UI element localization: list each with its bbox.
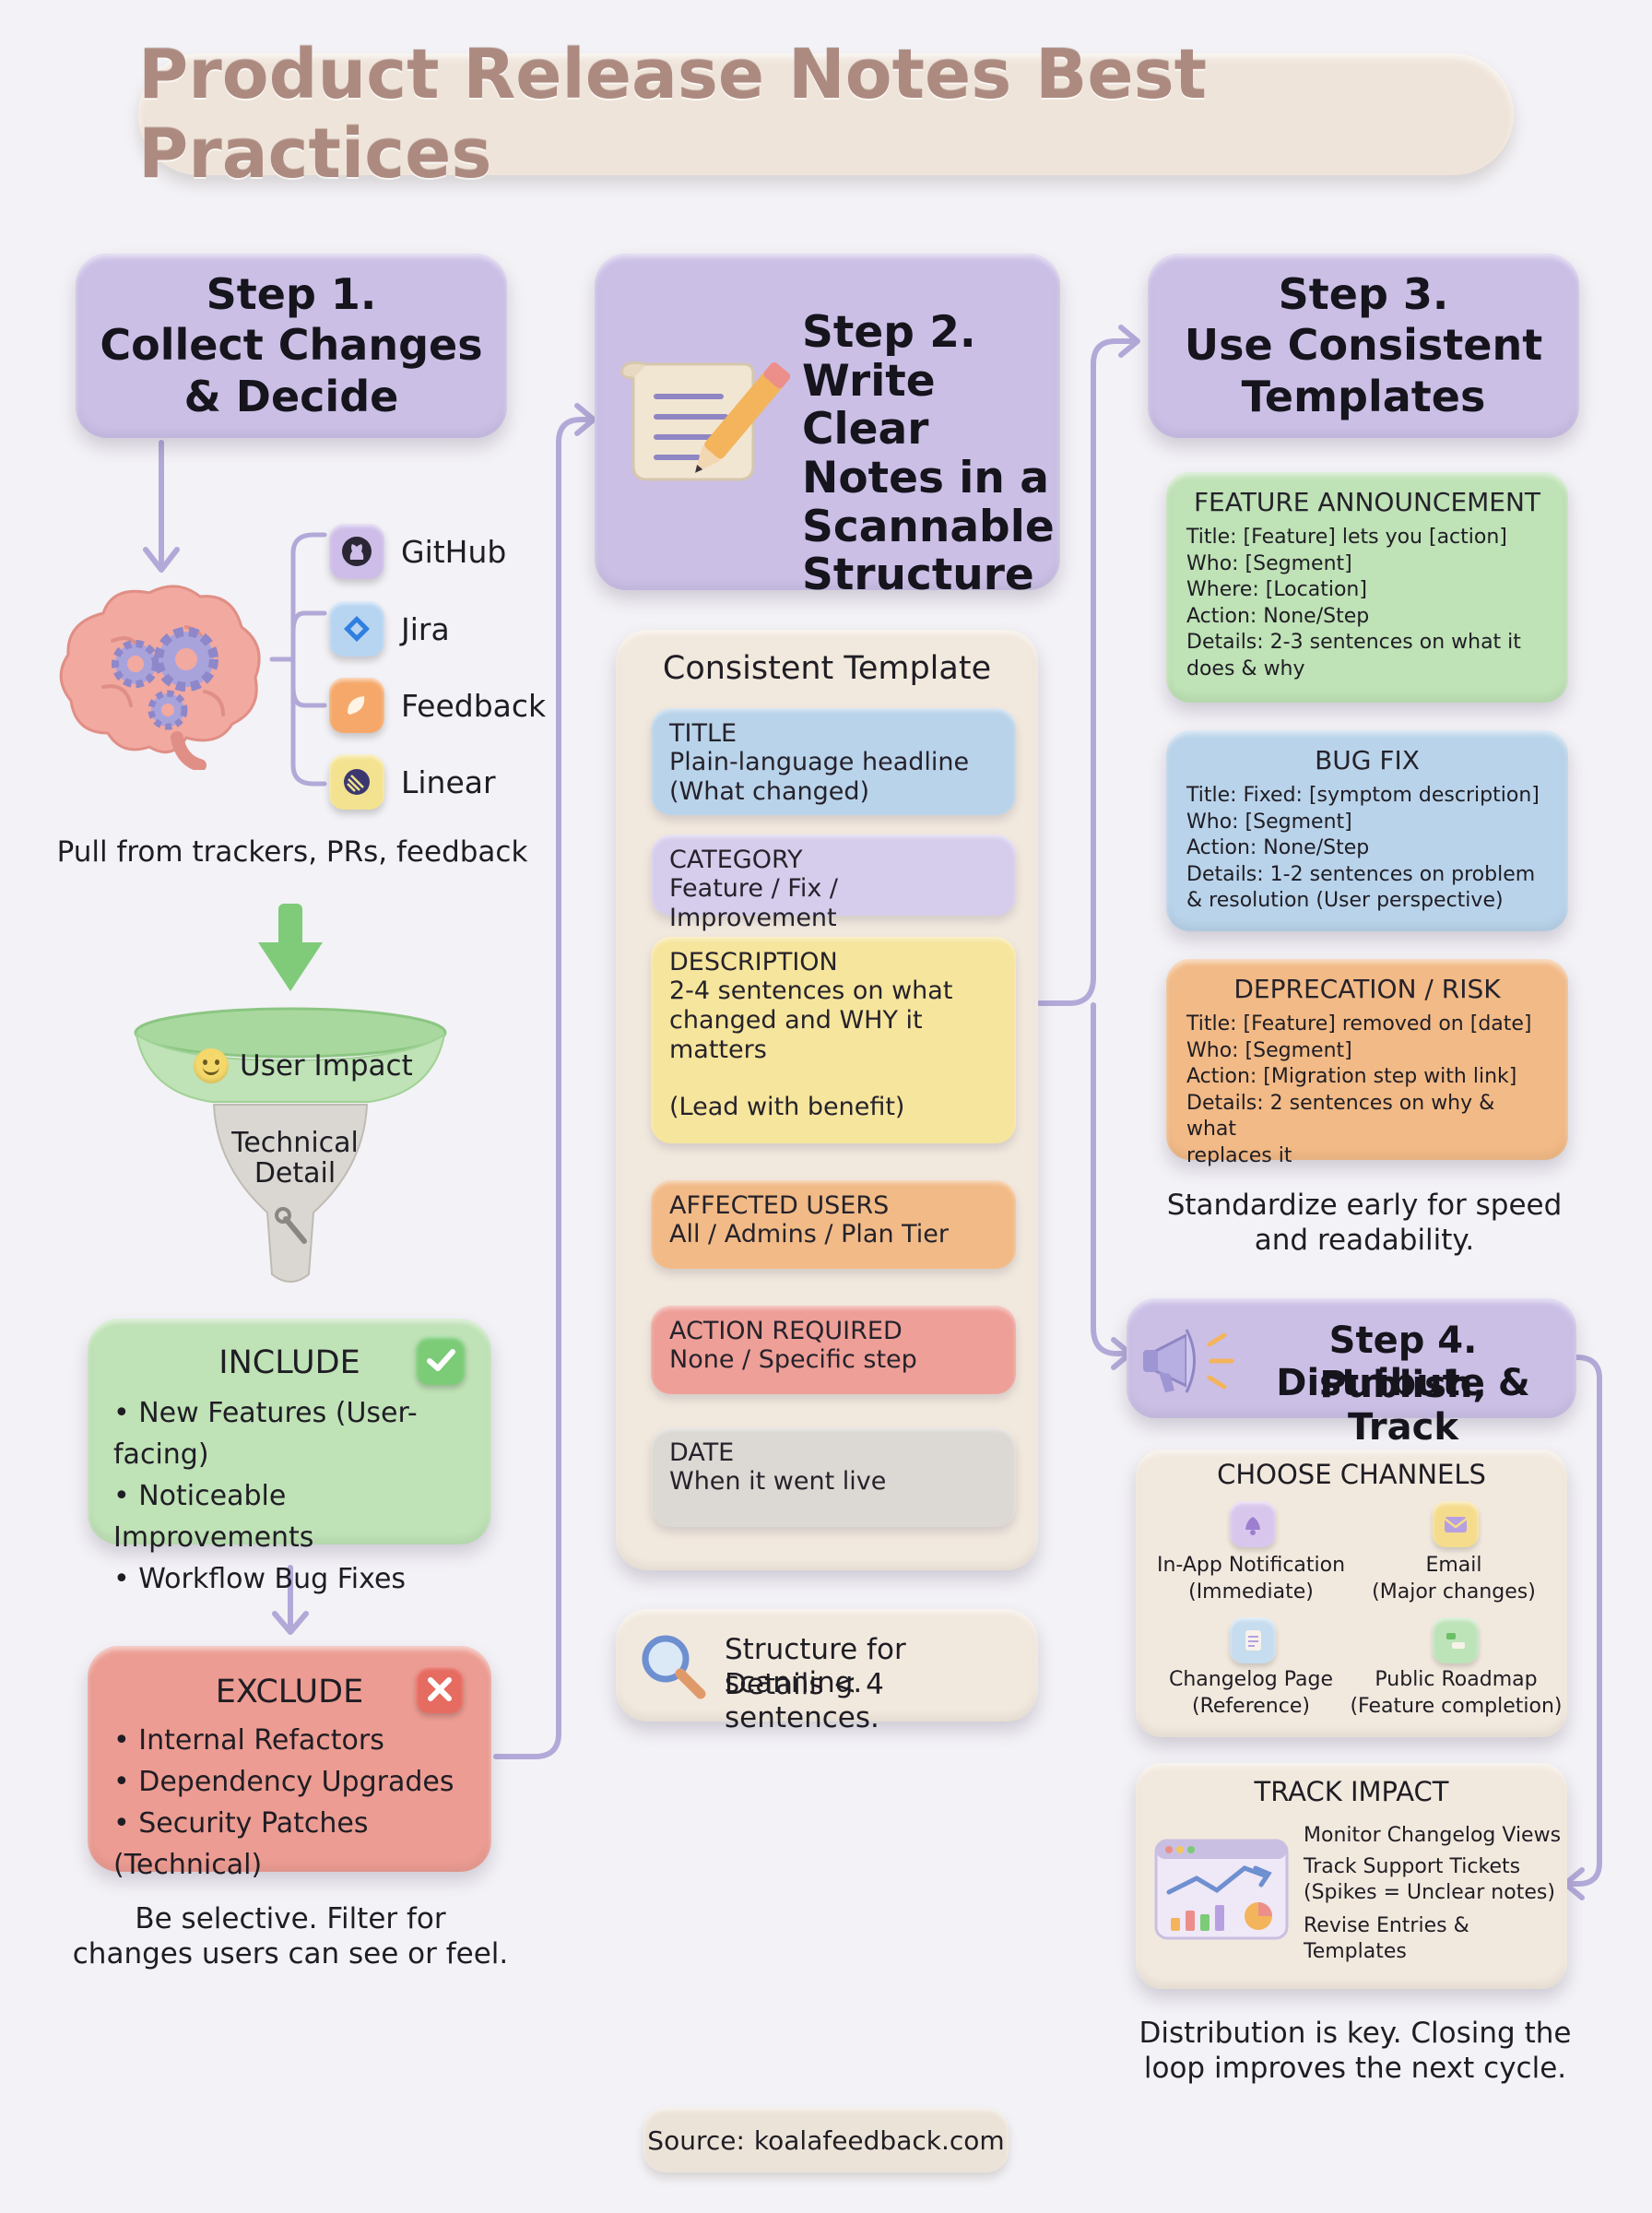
checkmark-icon <box>416 1335 466 1385</box>
step4-title-line1: Step 4. Publish, <box>1319 1320 1487 1406</box>
source-jira: Jira <box>329 601 450 657</box>
step2-title-line1: Step 2. <box>802 307 976 358</box>
page-title: Product Release Notes Best Practices <box>138 35 1208 194</box>
source-link[interactable]: koalafeedback.com <box>753 2124 1005 2156</box>
step2-title-line3: Notes in a <box>802 452 1049 503</box>
step2-tip-box: Structure for scanning. Details < 4 sent… <box>616 1609 1038 1734</box>
linear-icon <box>329 754 384 810</box>
source-label-linear: Linear <box>401 763 496 800</box>
step3-title-line3: Templates <box>1241 371 1486 421</box>
scroll-pencil-icon <box>620 361 790 481</box>
channel-in-app: In-App Notification (Immediate) <box>1156 1554 1346 1604</box>
template-block-action-required: ACTION REQUIRED None / Specific step <box>651 1306 1016 1394</box>
step1-title-line2: Collect Changes <box>100 320 483 371</box>
step4-caption-line2: loop improves the next cycle. <box>1143 2052 1567 2085</box>
step4-header: Step 4. Publish, Distribute & Track <box>1127 1298 1576 1449</box>
step3-caption-line1: Standardize early for speed <box>1166 1189 1563 1222</box>
tip-line1: Structure for scanning. <box>725 1633 906 1699</box>
main-title-banner: Product Release Notes Best Practices <box>138 35 1514 194</box>
step1-title-line1: Step 1. <box>206 269 377 320</box>
step3-header: Step 3. Use Consistent Templates <box>1148 254 1579 438</box>
include-item: • Noticeable Improvements <box>113 1480 314 1554</box>
funnel-technical-line2: Detail <box>254 1157 336 1189</box>
analytics-dashboard-icon <box>1154 1839 1289 1940</box>
wrench-icon <box>275 1207 307 1244</box>
template-block-affected-users: AFFECTED USERS All / Admins / Plan Tier <box>651 1180 1016 1269</box>
brain-gears-icon <box>59 585 261 770</box>
arrow-to-step4 <box>1091 1002 1129 1356</box>
source-label: Source: <box>647 2124 745 2156</box>
envelope-icon <box>1433 1501 1479 1547</box>
track-line: Monitor Changelog Views <box>1304 1824 1562 1847</box>
track-line: Revise Entries & <box>1304 1914 1469 1937</box>
step2-title-line2: Write Clear <box>802 355 936 456</box>
roadmap-icon <box>1433 1617 1479 1663</box>
track-title: TRACK IMPACT <box>1254 1776 1449 1807</box>
track-impact-card: TRACK IMPACT Monitor Changelog Views Tra… <box>1136 1763 1567 1989</box>
step1-pull-caption: Pull from trackers, PRs, feedback <box>56 835 528 869</box>
exclude-item: • Security Patches (Technical) <box>113 1807 369 1881</box>
tip-line2: Details < 4 sentences. <box>725 1668 884 1734</box>
exclude-item: • Internal Refactors <box>113 1724 384 1757</box>
step4-title-line2: Distribute & Track <box>1276 1362 1530 1449</box>
green-down-arrow <box>258 904 323 991</box>
arrow-step4-to-track <box>1566 1355 1602 1887</box>
step3-caption-line2: and readability. <box>1254 1224 1475 1257</box>
template-block-title: TITLE Plain-language headline (What chan… <box>651 708 1016 815</box>
source-pill: Source: koalafeedback.com <box>643 2108 1009 2172</box>
channel-roadmap: Public Roadmap (Feature completion) <box>1350 1668 1563 1718</box>
template-block-category: CATEGORY Feature / Fix / Improvement <box>651 834 1016 932</box>
track-line: Track Support Tickets <box>1304 1855 1521 1878</box>
exclude-item: • Dependency Upgrades <box>113 1766 454 1798</box>
step3-title-line2: Use Consistent <box>1184 320 1543 371</box>
channel-changelog: Changelog Page (Reference) <box>1168 1668 1334 1718</box>
step1-caption-line1: Be selective. Filter for <box>135 1902 446 1935</box>
step2-title-line5: Structure <box>802 550 1034 601</box>
step3-title-line1: Step 3. <box>1278 269 1449 320</box>
consistent-template-card: Consistent Template TITLE Plain-language… <box>616 630 1038 1570</box>
exclude-title: EXCLUDE <box>215 1674 364 1710</box>
funnel-user-impact: User Impact <box>240 1049 413 1083</box>
source-github: GitHub <box>329 524 506 579</box>
bell-icon <box>1230 1501 1276 1547</box>
track-line: Templates <box>1304 1940 1407 1963</box>
megaphone-icon <box>1143 1329 1234 1393</box>
magnifier-icon <box>642 1635 706 1699</box>
deprecation-risk-card: DEPRECATION / RISK Title: [Feature] remo… <box>1166 959 1568 1167</box>
source-linear: Linear <box>329 754 496 810</box>
x-icon <box>416 1665 464 1713</box>
step1-title-line3: & Decide <box>183 371 399 421</box>
step1-caption-line2: changes users can see or feel. <box>72 1937 509 1970</box>
github-icon <box>329 524 384 579</box>
source-feedback: Feedback <box>329 678 546 733</box>
step2-header: Step 2. Write Clear Notes in a Scannable… <box>595 254 1060 599</box>
source-bracket <box>269 532 327 787</box>
step4-caption-line1: Distribution is key. Closing the <box>1139 2017 1572 2050</box>
source-label-jira: Jira <box>401 610 450 647</box>
template-block-description: DESCRIPTION 2-4 sentences on what change… <box>651 937 1016 1143</box>
feedback-icon <box>329 678 384 733</box>
step1-header: Step 1. Collect Changes & Decide <box>76 254 507 438</box>
source-label-feedback: Feedback <box>401 687 547 724</box>
channels-title: CHOOSE CHANNELS <box>1217 1459 1486 1490</box>
arrow-step1-to-step2 <box>493 417 593 1759</box>
step2-title-line4: Scannable <box>802 501 1055 552</box>
channel-email: Email (Major changes) <box>1372 1554 1536 1604</box>
bug-fix-card: BUG FIX Title: Fixed: [symptom descripti… <box>1166 730 1568 931</box>
choose-channels-card: CHOOSE CHANNELS In-App Notification (Imm… <box>1136 1450 1567 1737</box>
jira-icon <box>329 601 384 657</box>
document-icon <box>1230 1617 1276 1663</box>
smiley-icon <box>194 1048 229 1083</box>
template-block-date: DATE When it went live <box>651 1427 1016 1527</box>
feature-announcement-card: FEATURE ANNOUNCEMENT Title: [Feature] le… <box>1166 472 1568 703</box>
source-label-github: GitHub <box>401 533 507 570</box>
funnel-icon <box>134 1007 447 1283</box>
include-item: • Workflow Bug Fixes <box>113 1563 407 1595</box>
funnel-technical-line1: Technical <box>231 1127 359 1159</box>
track-line: (Spikes = Unclear notes) <box>1304 1881 1555 1904</box>
include-item: • New Features (User-facing) <box>113 1397 418 1471</box>
template-title: Consistent Template <box>662 650 992 687</box>
arrow-step2-to-step3 <box>1037 338 1137 1006</box>
include-title: INCLUDE <box>218 1344 360 1381</box>
